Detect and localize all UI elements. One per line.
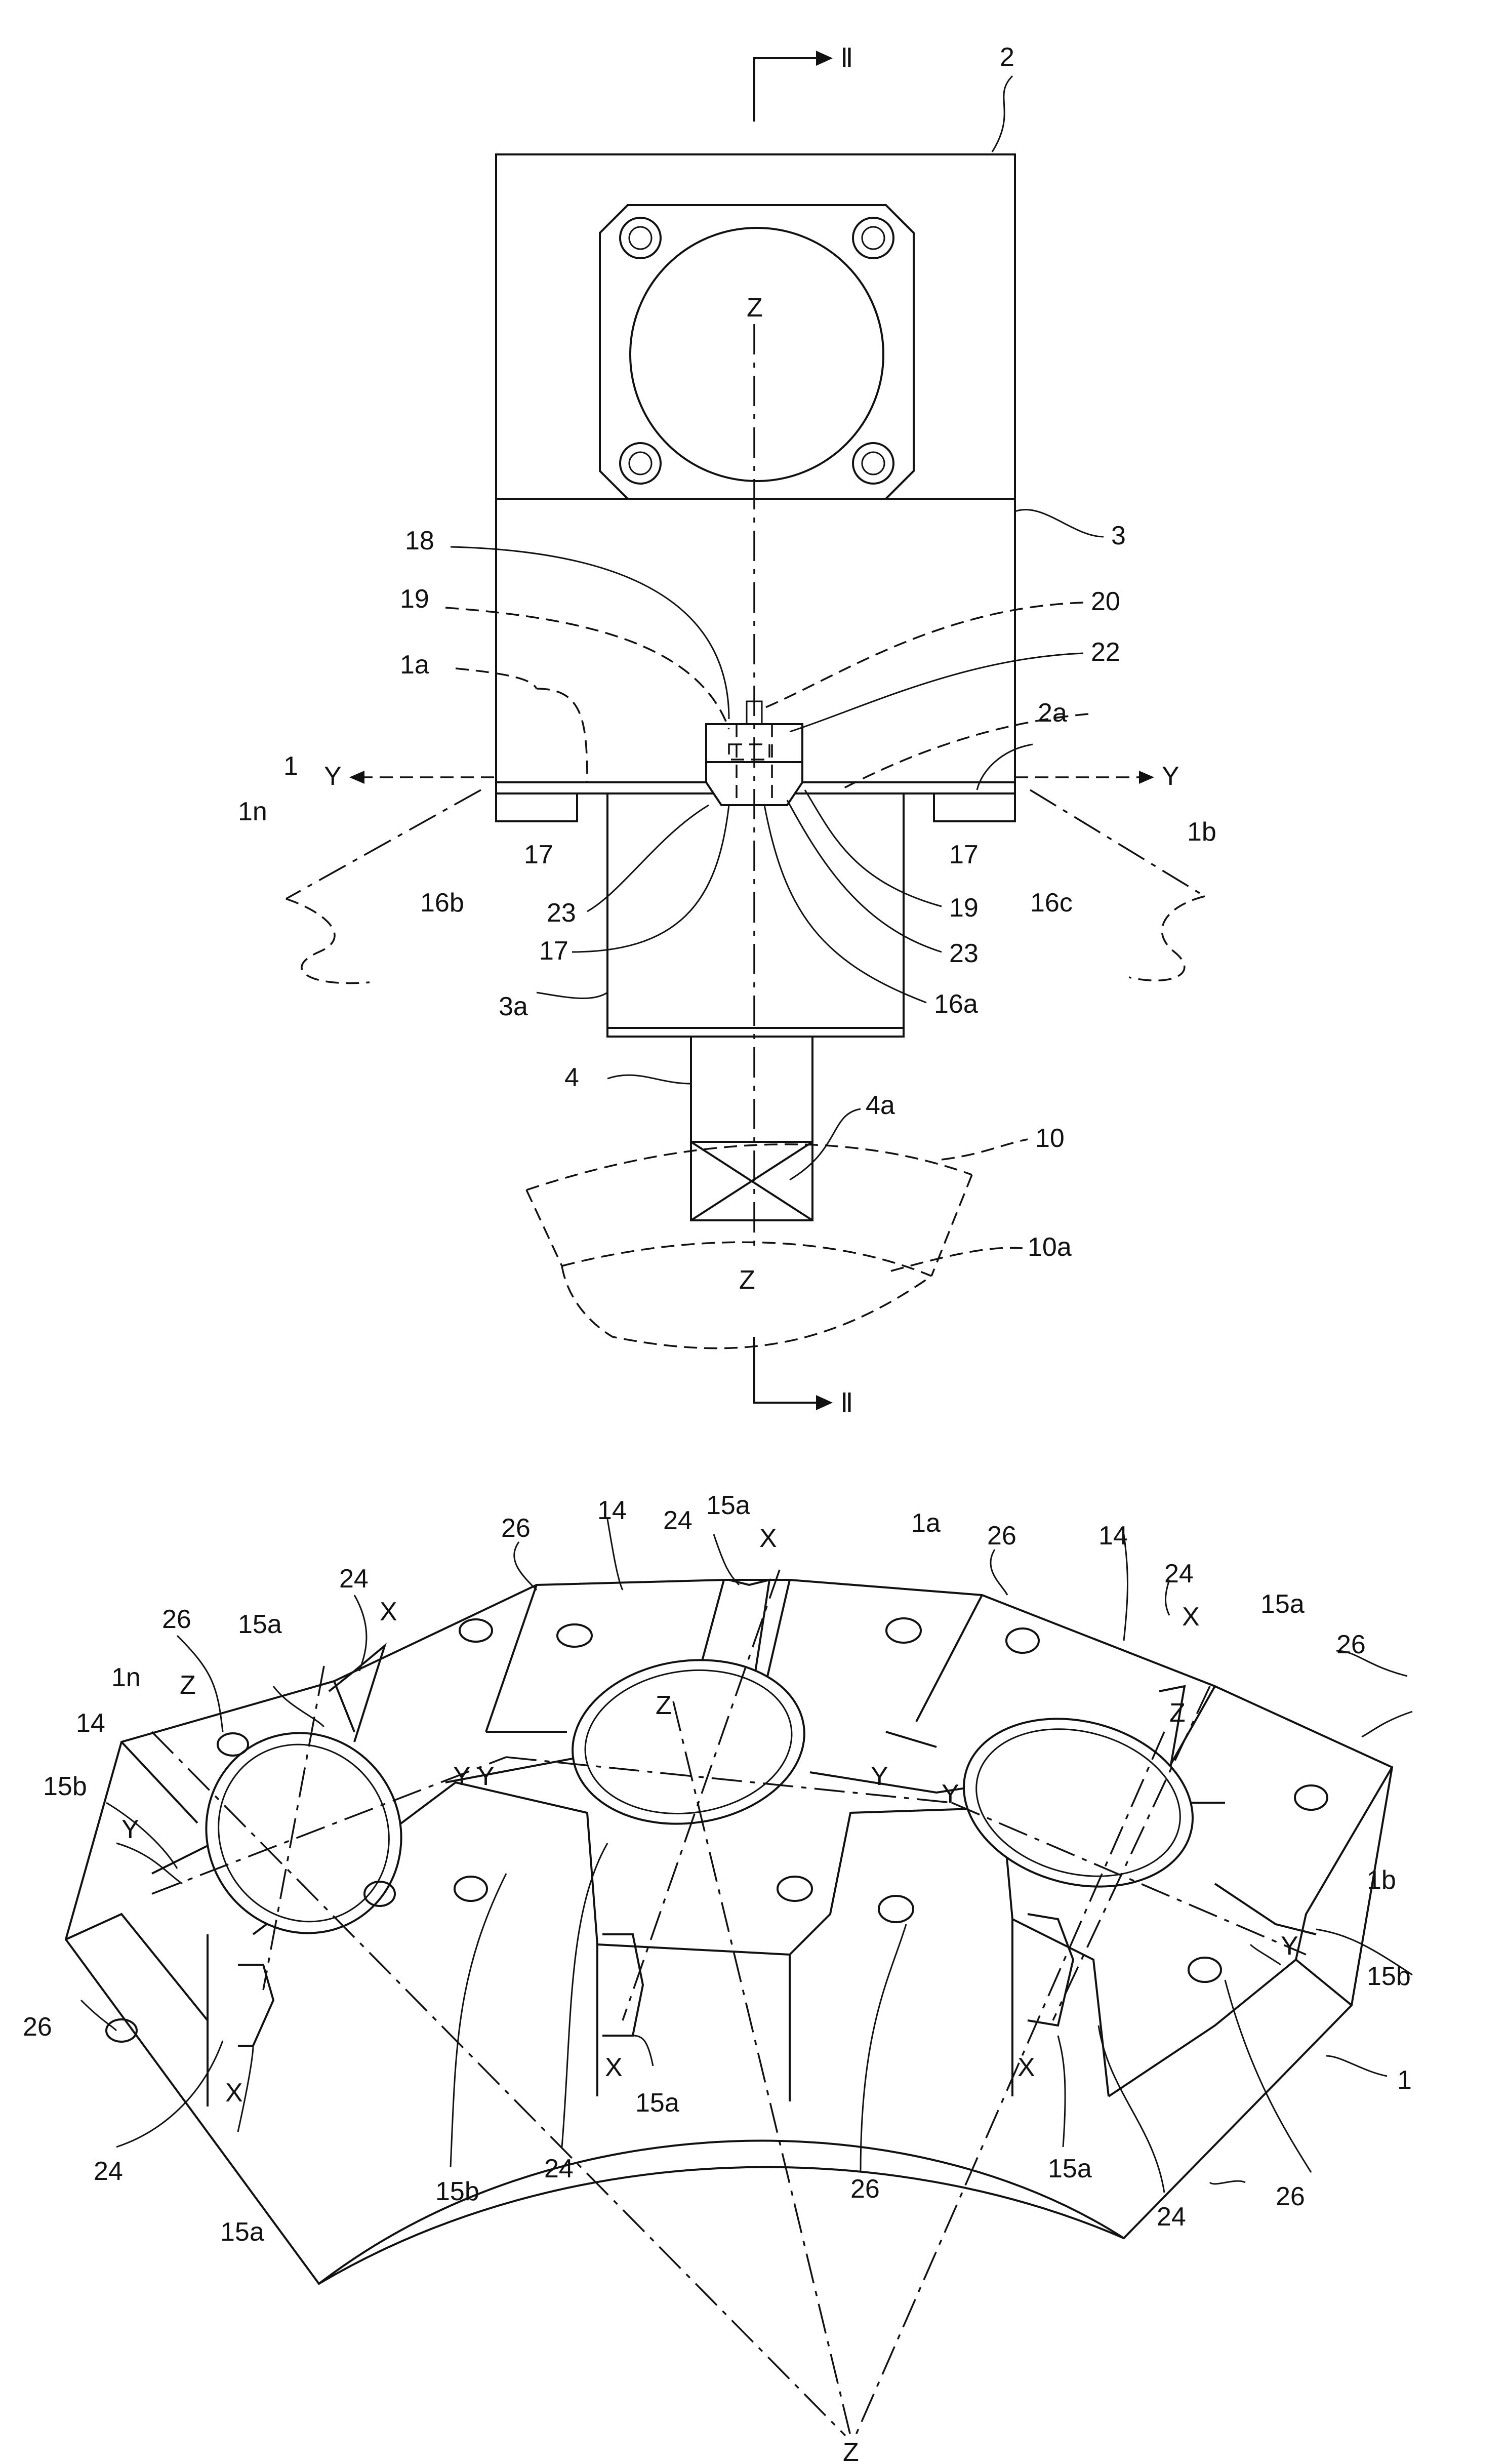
label-x-right: X — [1017, 2053, 1035, 2082]
label-y-right-a: Y — [942, 1779, 959, 1809]
label-18: 18 — [405, 526, 434, 555]
body-3a — [607, 793, 904, 1037]
label-23-left: 23 — [547, 898, 576, 928]
label-4: 4 — [564, 1063, 579, 1092]
label-15b-left: 15b — [43, 1772, 87, 1801]
label-2a: 2a — [1038, 698, 1067, 728]
ring-inner-arc — [319, 2141, 1124, 2284]
label-1n: 1n — [238, 797, 267, 826]
label-1n-bottom: 1n — [111, 1663, 141, 1692]
label-15a-left-bottom: 15a — [220, 2217, 264, 2247]
label-17-left: 17 — [524, 840, 553, 869]
label-y-right-b: Y — [1281, 1931, 1298, 1961]
section-marker-bottom: Ⅱ — [754, 1337, 853, 1418]
label-z-center: Z — [656, 1691, 672, 1720]
label-y-right: Y — [1162, 762, 1179, 791]
bottom-figure: 26 14 24 15a X 1a 26 24 X 26 15a 1n Z 14… — [23, 1491, 1412, 2464]
label-x-top: X — [759, 1524, 777, 1553]
label-26-g: 26 — [1276, 2182, 1305, 2211]
label-15a-right-bottom: 15a — [1048, 2154, 1092, 2183]
label-15a-left: 15a — [238, 1610, 282, 1639]
label-1a-top: 1a — [400, 650, 429, 680]
label-26-e: 26 — [23, 2012, 52, 2042]
top-figure: Ⅱ — [238, 43, 1216, 1418]
label-24-c: 24 — [1164, 1559, 1194, 1588]
section-marker-top: Ⅱ — [754, 44, 853, 122]
label-14-a: 14 — [597, 1496, 627, 1525]
label-16b: 16b — [420, 888, 464, 918]
label-z-left: Z — [180, 1671, 196, 1700]
label-16c: 16c — [1030, 888, 1073, 918]
label-24-f: 24 — [1157, 2202, 1186, 2232]
label-z-bottom: Z — [739, 1265, 755, 1295]
label-19-bottom: 19 — [949, 893, 979, 923]
section-label-top: Ⅱ — [840, 44, 853, 73]
pads-14 — [170, 1646, 1211, 1969]
label-23-right: 23 — [949, 939, 979, 968]
label-15b-right: 15b — [1367, 1962, 1411, 1991]
labels-bottom: 26 14 24 15a X 1a 26 24 X 26 15a 1n Z 14… — [23, 1491, 1412, 2464]
label-26-f: 26 — [850, 2174, 880, 2204]
label-17-right: 17 — [949, 840, 979, 869]
label-z-top: Z — [747, 293, 763, 323]
label-1-bottom: 1 — [1397, 2065, 1412, 2095]
section-label-bottom: Ⅱ — [840, 1388, 853, 1418]
label-20: 20 — [1091, 587, 1120, 616]
label-19-top: 19 — [400, 584, 429, 614]
label-x-right-top: X — [1182, 1602, 1200, 1632]
label-26-a: 26 — [501, 1514, 531, 1543]
label-2: 2 — [1000, 43, 1014, 72]
label-26-b: 26 — [987, 1521, 1016, 1551]
label-x-left: X — [225, 2078, 243, 2108]
label-10a: 10a — [1028, 1233, 1072, 1262]
label-24-b: 24 — [339, 1564, 369, 1594]
label-z-right: Z — [1169, 1698, 1186, 1728]
label-y-left-bottom: Y — [121, 1815, 139, 1844]
label-3: 3 — [1111, 521, 1126, 550]
label-1b: 1b — [1187, 817, 1216, 847]
label-22: 22 — [1091, 638, 1120, 667]
block-17-left — [496, 793, 577, 821]
label-14-b: 14 — [76, 1708, 105, 1738]
label-26-c: 26 — [162, 1605, 191, 1634]
label-14-c: 14 — [1098, 1521, 1128, 1551]
label-1: 1 — [283, 751, 298, 781]
label-3a: 3a — [499, 992, 528, 1021]
label-15a-top: 15a — [706, 1491, 750, 1520]
label-4a: 4a — [866, 1091, 895, 1120]
label-x-left-top: X — [380, 1597, 397, 1626]
label-x-center: X — [605, 2053, 623, 2082]
label-15b-center: 15b — [435, 2177, 479, 2206]
label-y-left: Y — [324, 762, 342, 791]
label-yy: Y Y — [453, 1762, 495, 1791]
label-z-bottom-apex: Z — [843, 2438, 859, 2464]
label-1a-bottom: 1a — [911, 1508, 941, 1538]
label-24-e: 24 — [544, 2154, 574, 2183]
label-24-d: 24 — [94, 2157, 123, 2186]
label-26-d: 26 — [1336, 1630, 1366, 1659]
label-10: 10 — [1035, 1124, 1065, 1153]
label-y-center: Y — [871, 1762, 888, 1791]
block-17-right — [934, 793, 1015, 821]
label-15a-right: 15a — [1260, 1589, 1305, 1619]
label-15a-center: 15a — [635, 2088, 679, 2118]
label-17-center: 17 — [539, 936, 568, 966]
label-24-a: 24 — [663, 1506, 693, 1535]
label-16a: 16a — [934, 989, 978, 1019]
label-1b-bottom: 1b — [1367, 1865, 1396, 1895]
